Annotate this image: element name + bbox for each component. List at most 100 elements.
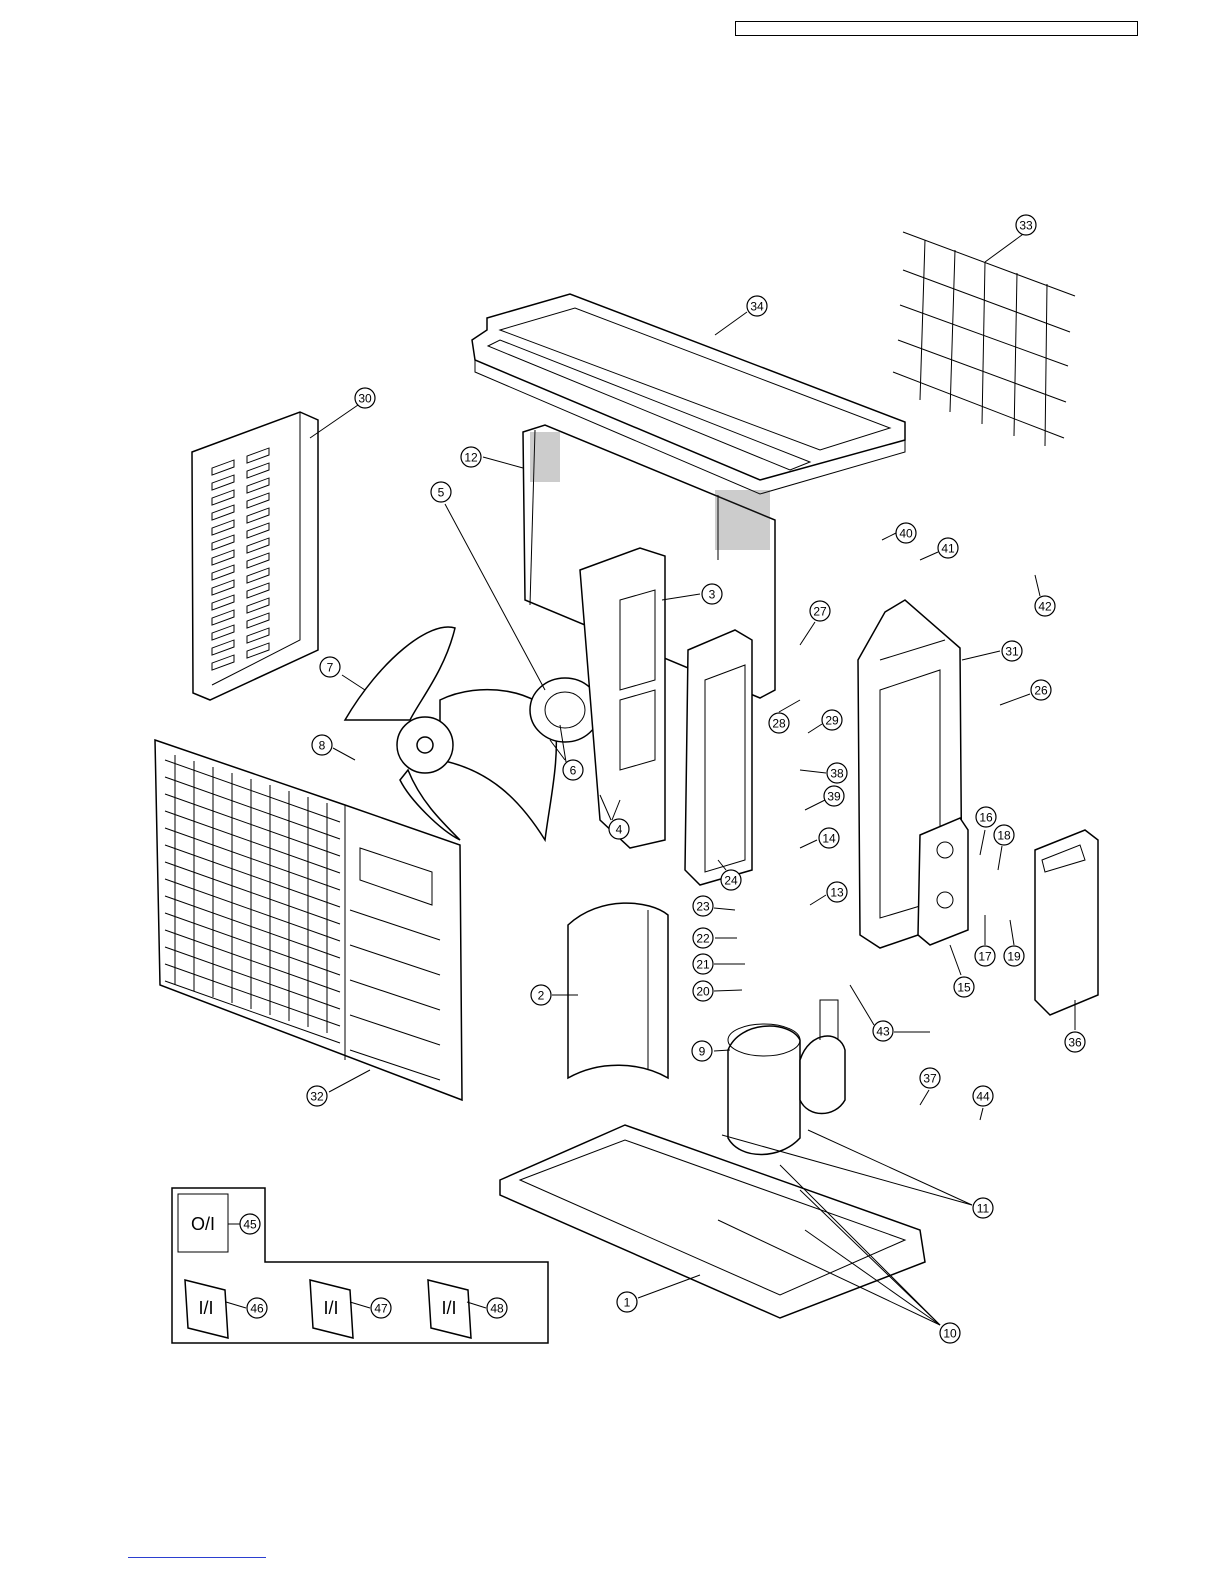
callout-number: 6 xyxy=(570,764,577,778)
callout-6: 6 xyxy=(563,760,583,780)
callout-2: 2 xyxy=(531,985,551,1005)
callout-30: 30 xyxy=(355,388,375,408)
leader-15 xyxy=(950,945,961,975)
callout-18: 18 xyxy=(994,825,1014,845)
callout-26: 26 xyxy=(1031,680,1051,700)
callout-number: 40 xyxy=(899,527,913,541)
leader-7 xyxy=(342,675,365,690)
callout-13: 13 xyxy=(827,882,847,902)
callout-22: 22 xyxy=(693,928,713,948)
callout-47: 47 xyxy=(371,1298,391,1318)
callout-number: 37 xyxy=(923,1072,937,1086)
leader-46 xyxy=(226,1302,246,1308)
wire-guard-grid xyxy=(893,232,1075,446)
callout-41: 41 xyxy=(938,538,958,558)
callout-38: 38 xyxy=(827,763,847,783)
callout-number: 43 xyxy=(876,1025,890,1039)
leader-32 xyxy=(329,1070,370,1092)
leader-39 xyxy=(805,800,825,810)
callout-number: 1 xyxy=(624,1296,631,1310)
callout-31: 31 xyxy=(1002,641,1022,661)
callout-number: 9 xyxy=(699,1045,706,1059)
motor-bracket xyxy=(580,548,665,848)
callout-number: 21 xyxy=(696,958,710,972)
callout-43: 43 xyxy=(873,1021,893,1041)
callout-24: 24 xyxy=(721,870,741,890)
leader-1 xyxy=(638,1275,700,1298)
callout-12: 12 xyxy=(461,447,481,467)
leader-23 xyxy=(714,908,735,910)
leader-27 xyxy=(800,622,815,645)
leader-38 xyxy=(800,770,826,773)
leader-48 xyxy=(467,1302,486,1308)
callout-number: 19 xyxy=(1007,950,1021,964)
callout-number: 10 xyxy=(943,1327,957,1341)
callout-number: 30 xyxy=(358,392,372,406)
leader-43 xyxy=(850,985,874,1025)
callout-number: 36 xyxy=(1068,1036,1082,1050)
callout-1: 1 xyxy=(617,1292,637,1312)
callout-27: 27 xyxy=(810,601,830,621)
callout-number: 5 xyxy=(438,486,445,500)
callout-number: 18 xyxy=(997,829,1011,843)
sound-insulation xyxy=(568,903,668,1078)
callout-3: 3 xyxy=(702,584,722,604)
callout-number: 45 xyxy=(243,1218,257,1232)
callout-number: 42 xyxy=(1038,600,1052,614)
documents-box xyxy=(172,1188,548,1343)
callout-number: 11 xyxy=(977,1202,990,1216)
callout-number: 7 xyxy=(327,661,334,675)
leader-14 xyxy=(800,840,817,848)
callout-39: 39 xyxy=(824,786,844,806)
callout-19: 19 xyxy=(1004,946,1024,966)
callout-number: 22 xyxy=(696,932,710,946)
callout-number: 24 xyxy=(724,874,738,888)
leader-42 xyxy=(1035,575,1040,596)
callout-number: 3 xyxy=(709,588,716,602)
callout-number: 28 xyxy=(772,717,786,731)
callout-number: 29 xyxy=(825,714,839,728)
callout-number: 31 xyxy=(1005,645,1019,659)
leader-13 xyxy=(810,895,826,905)
callout-28: 28 xyxy=(769,713,789,733)
callout-32: 32 xyxy=(307,1086,327,1106)
callout-number: 13 xyxy=(830,886,844,900)
callout-number: 2 xyxy=(538,989,545,1003)
callout-11: 11 xyxy=(973,1198,993,1218)
leader-41 xyxy=(920,552,938,560)
callout-10: 10 xyxy=(940,1323,960,1343)
callout-number: 17 xyxy=(978,950,992,964)
callout-40: 40 xyxy=(896,523,916,543)
callout-7: 7 xyxy=(320,657,340,677)
callout-number: 32 xyxy=(310,1090,324,1104)
callout-48: 48 xyxy=(487,1298,507,1318)
leader-16 xyxy=(980,830,985,855)
doc-ii-label-48: I/I xyxy=(441,1298,456,1318)
callout-number: 44 xyxy=(976,1090,990,1104)
callout-number: 38 xyxy=(830,767,844,781)
callout-number: 20 xyxy=(696,985,710,999)
leader-20 xyxy=(714,990,742,991)
valve-plate xyxy=(918,818,968,945)
callout-number: 39 xyxy=(827,790,841,804)
callout-number: 27 xyxy=(813,605,827,619)
callout-number: 41 xyxy=(941,542,955,556)
callout-37: 37 xyxy=(920,1068,940,1088)
leader-29 xyxy=(808,724,822,733)
doc-oi-label: O/I xyxy=(191,1214,215,1234)
callout-44: 44 xyxy=(973,1086,993,1106)
callout-number: 4 xyxy=(616,823,623,837)
leader-44 xyxy=(980,1108,983,1120)
callout-number: 14 xyxy=(822,832,836,846)
callout-number: 8 xyxy=(319,739,326,753)
callout-42: 42 xyxy=(1035,596,1055,616)
leader-31 xyxy=(962,651,1000,660)
side-cover xyxy=(1035,830,1098,1015)
callout-number: 33 xyxy=(1019,219,1033,233)
leader-19 xyxy=(1010,920,1014,945)
callout-29: 29 xyxy=(822,710,842,730)
leader-12 xyxy=(483,457,523,468)
callout-8: 8 xyxy=(312,735,332,755)
callout-5: 5 xyxy=(431,482,451,502)
